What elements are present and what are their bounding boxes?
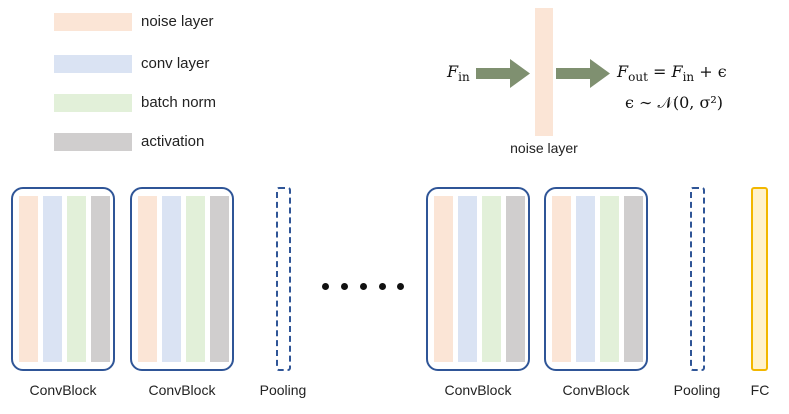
bar-bn (186, 196, 205, 362)
input-label: Fin (447, 62, 470, 85)
arrow-in (476, 59, 530, 88)
fc-layer (751, 187, 768, 371)
ellipsis-dot (379, 283, 386, 290)
bar-act (506, 196, 525, 362)
legend-swatch-noise (54, 13, 132, 31)
fc-label: FC (750, 382, 770, 398)
ellipsis-dot (341, 283, 348, 290)
convblock-2-label: ConvBlock (148, 382, 216, 398)
convblock-4 (544, 187, 648, 371)
bar-act (624, 196, 643, 362)
bar-bn (67, 196, 86, 362)
convblock-3 (426, 187, 530, 371)
legend-label-noise: noise layer (141, 13, 214, 30)
noise-layer-bar (535, 8, 553, 136)
bar-act (91, 196, 110, 362)
legend-swatch-conv (54, 55, 132, 73)
legend-label-conv: conv layer (141, 55, 210, 72)
ellipsis-dot (322, 283, 329, 290)
bar-act (210, 196, 229, 362)
pooling-1 (276, 187, 291, 371)
bar-bn (482, 196, 501, 362)
bar-conv (162, 196, 181, 362)
convblock-2 (130, 187, 234, 371)
convblock-1 (11, 187, 115, 371)
noise-layer-caption: noise layer (510, 140, 578, 156)
bar-noise (552, 196, 571, 362)
convblock-1-label: ConvBlock (29, 382, 97, 398)
bar-conv (576, 196, 595, 362)
convblock-3-label: ConvBlock (444, 382, 512, 398)
noise-equation: Fout = Fin + ϵ (617, 62, 727, 85)
legend-swatch-bn (54, 94, 132, 112)
legend-label-act: activation (141, 133, 205, 150)
pooling-2-label: Pooling (673, 382, 721, 398)
legend-swatch-act (54, 133, 132, 151)
pooling-2 (690, 187, 705, 371)
bar-conv (43, 196, 62, 362)
noise-distribution: ϵ ∼ 𝒩(0, σ²) (625, 93, 724, 112)
bar-noise (138, 196, 157, 362)
pooling-1-label: Pooling (259, 382, 307, 398)
arrow-out (556, 59, 610, 88)
convblock-4-label: ConvBlock (562, 382, 630, 398)
bar-conv (458, 196, 477, 362)
bar-noise (19, 196, 38, 362)
legend-label-bn: batch norm (141, 94, 217, 111)
bar-bn (600, 196, 619, 362)
bar-noise (434, 196, 453, 362)
ellipsis-dot (397, 283, 404, 290)
ellipsis-dot (360, 283, 367, 290)
